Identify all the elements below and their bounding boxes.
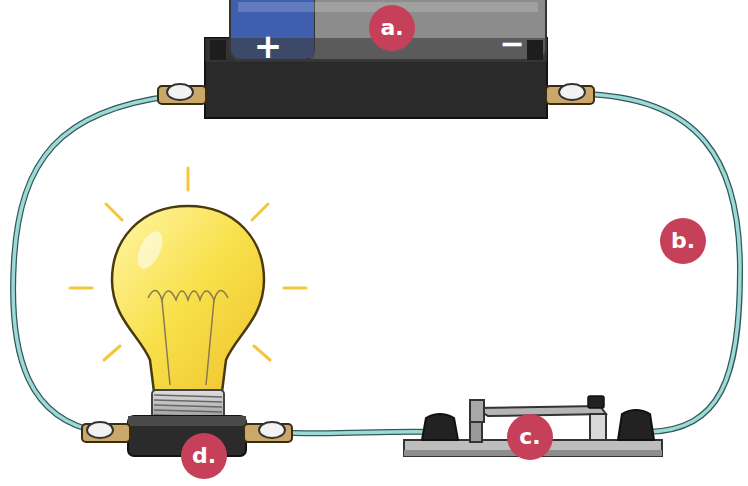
- callout-circle: a.: [369, 5, 415, 51]
- callout-circle: d.: [181, 433, 227, 479]
- battery: [205, 0, 547, 118]
- callout-number: d.: [192, 445, 216, 467]
- polarity-sign: −: [499, 29, 524, 59]
- light-bulb: [112, 206, 264, 456]
- callout-number: c.: [519, 426, 540, 448]
- terminal: [158, 84, 594, 104]
- callout-number: b.: [671, 230, 695, 252]
- polarity-sign: +: [254, 29, 283, 63]
- callout-circle: c.: [507, 414, 553, 460]
- callout-number: a.: [380, 17, 403, 39]
- callout-circle: b.: [660, 218, 706, 264]
- switch: [404, 396, 662, 456]
- wire: [13, 94, 740, 433]
